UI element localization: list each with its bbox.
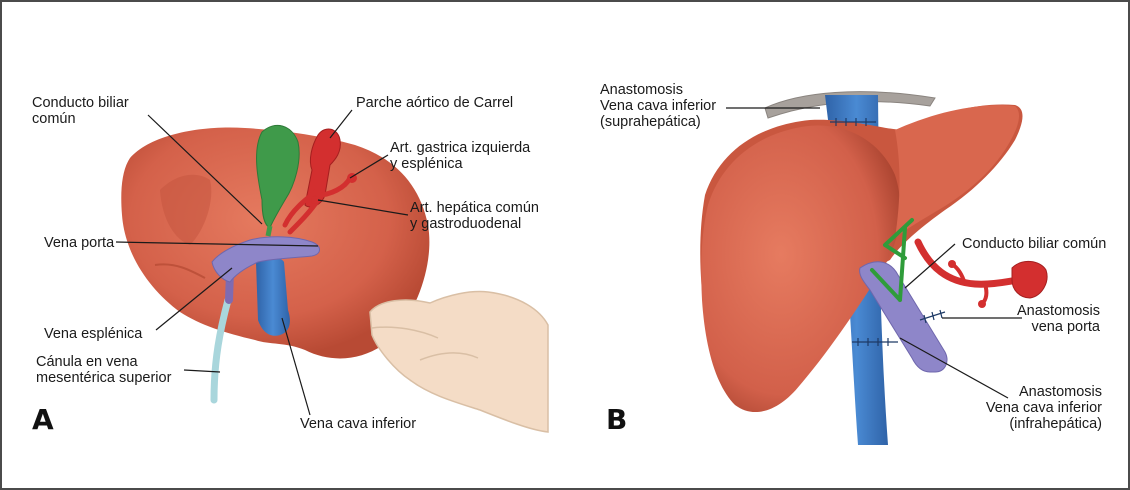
label-b-bile-duct: Conducto biliar común <box>962 236 1106 252</box>
label-a-splenic-vein: Vena esplénica <box>44 326 142 342</box>
label-a-aortic-patch: Parche aórtico de Carrel <box>356 95 513 111</box>
label-b-portal-anast: Anastomosis vena porta <box>1010 303 1100 335</box>
artery-stump-b1 <box>948 260 956 268</box>
artery-stump-a2 <box>311 196 319 204</box>
label-b-ivc-supra: Anastomosis Vena cava inferior (suprahep… <box>600 82 716 130</box>
label-a-portal-vein: Vena porta <box>44 235 114 251</box>
liver-b-right-lobe <box>895 105 1019 238</box>
bile-duct-a <box>268 226 270 236</box>
label-a-bile-duct: Conducto biliar común <box>32 95 129 127</box>
label-a-cannula: Cánula en vena mesentérica superior <box>36 354 171 386</box>
panel-a-letter: A <box>32 403 54 436</box>
panel-b-letter: B <box>606 403 627 436</box>
label-b-ivc-infra: Anastomosis Vena cava inferior (infrahep… <box>980 384 1102 432</box>
artery-stump-b2 <box>978 300 986 308</box>
hand <box>370 292 548 432</box>
label-a-ivc: Vena cava inferior <box>300 416 416 432</box>
label-a-left-gastric: Art. gastrica izquierda y esplénica <box>390 140 530 172</box>
label-a-common-hepatic: Art. hepática común y gastroduodenal <box>410 200 539 232</box>
aortic-patch-b <box>1012 261 1047 298</box>
